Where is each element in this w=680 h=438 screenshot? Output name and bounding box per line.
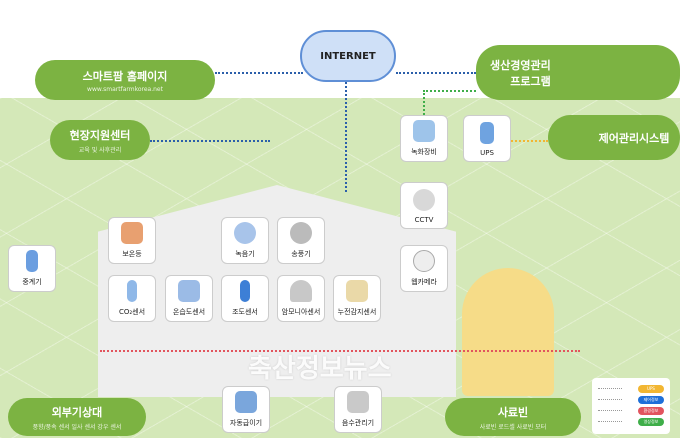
feed-silo: [462, 268, 554, 396]
connection-line: [423, 90, 476, 92]
connection-line: [396, 72, 476, 74]
device-label: 중계기: [22, 278, 42, 286]
legend-label: 환경정보: [638, 406, 664, 415]
device-label: 조도센서: [232, 308, 258, 316]
light-sensor-icon: [240, 280, 250, 302]
device-blower[interactable]: 송풍기: [277, 217, 325, 264]
device-recording-equipment[interactable]: 녹화장비: [400, 115, 448, 162]
device-label: 자동급이기: [229, 419, 263, 427]
device-water-manager[interactable]: 음수관리기: [334, 386, 382, 433]
production-title: 생산경영관리 프로그램: [490, 58, 551, 88]
feeder-icon: [235, 391, 257, 413]
nvr-icon: [413, 120, 435, 142]
control-title: 제어관리시스템: [598, 131, 670, 145]
device-temp-humidity-sensor[interactable]: 온습도센서: [165, 275, 213, 322]
ups-icon: [480, 122, 494, 144]
connection-line: [100, 350, 580, 352]
node-control-system[interactable]: 제어관리시스템: [548, 115, 680, 160]
device-label: 웹카메라: [411, 278, 437, 286]
legend-item: 제어정보: [598, 394, 664, 405]
device-label: CCTV: [414, 216, 434, 224]
node-homepage[interactable]: 스마트팜 홈페이지 www.smartfarmkorea.net: [35, 60, 215, 100]
device-cctv[interactable]: CCTV: [400, 182, 448, 229]
device-co2-sensor[interactable]: CO₂센서: [108, 275, 156, 322]
device-label: 녹화장비: [411, 148, 437, 156]
device-label: 온습도센서: [172, 308, 206, 316]
fan-icon: [290, 222, 312, 244]
device-label: 음수관리기: [341, 419, 375, 427]
legend: UPS 제어정보 환경정보 영상정보: [592, 378, 670, 434]
connection-line: [150, 140, 270, 142]
co2-sensor-icon: [127, 280, 137, 302]
device-webcam[interactable]: 웹카메라: [400, 245, 448, 292]
legend-label: 제어정보: [638, 395, 664, 404]
device-label: 암모니아센서: [281, 308, 321, 316]
legend-label: 영상정보: [638, 417, 664, 426]
water-meter-icon: [347, 391, 369, 413]
connection-line: [508, 140, 548, 142]
ammonia-sensor-icon: [290, 280, 312, 302]
legend-label: UPS: [638, 384, 664, 393]
device-label: 송풍기: [291, 250, 311, 258]
homepage-title: 스마트팜 홈페이지: [82, 69, 168, 83]
leakage-sensor-icon: [346, 280, 368, 302]
connection-line: [423, 90, 425, 115]
device-light-sensor[interactable]: 조도센서: [221, 275, 269, 322]
thermo-hygrometer-icon: [178, 280, 200, 302]
device-label: 누전감지센서: [337, 308, 377, 316]
weather-sub: 풍향/풍속 센서 일사 센서 강우 센서: [32, 423, 122, 431]
device-label: CO₂센서: [118, 308, 146, 316]
legend-item: UPS: [598, 383, 664, 394]
recorder-icon: [234, 222, 256, 244]
device-label: 녹음기: [235, 250, 255, 258]
support-sub: 교육 및 사후관리: [78, 146, 122, 154]
connection-line: [345, 82, 347, 192]
connection-line: [215, 72, 303, 74]
support-title: 현장지원센터: [69, 128, 131, 142]
watermark: 축산정보뉴스: [248, 354, 392, 384]
cctv-icon: [413, 189, 435, 211]
node-production-program[interactable]: 생산경영관리 프로그램: [476, 45, 680, 100]
repeater-icon: [26, 250, 38, 272]
feedbin-sub: 사료빈 로드셀 사료빈 모터: [479, 423, 547, 431]
legend-item: 환경정보: [598, 405, 664, 416]
webcam-icon: [413, 250, 435, 272]
legend-item: 영상정보: [598, 416, 664, 427]
device-auto-feeder[interactable]: 자동급이기: [222, 386, 270, 433]
device-leakage-sensor[interactable]: 누전감지센서: [333, 275, 381, 322]
device-label: UPS: [480, 149, 494, 157]
device-label: 보온등: [122, 250, 142, 258]
heat-lamp-icon: [121, 222, 143, 244]
homepage-url: www.smartfarmkorea.net: [87, 85, 163, 93]
device-recorder[interactable]: 녹음기: [221, 217, 269, 264]
device-repeater[interactable]: 중계기: [8, 245, 56, 292]
device-ammonia-sensor[interactable]: 암모니아센서: [277, 275, 325, 322]
device-ups[interactable]: UPS: [463, 115, 511, 162]
weather-title: 외부기상대: [51, 405, 103, 419]
internet-cloud: INTERNET: [300, 30, 396, 82]
feedbin-title: 사료빈: [497, 405, 529, 419]
device-heat-lamp[interactable]: 보온등: [108, 217, 156, 264]
internet-label: INTERNET: [320, 50, 376, 62]
